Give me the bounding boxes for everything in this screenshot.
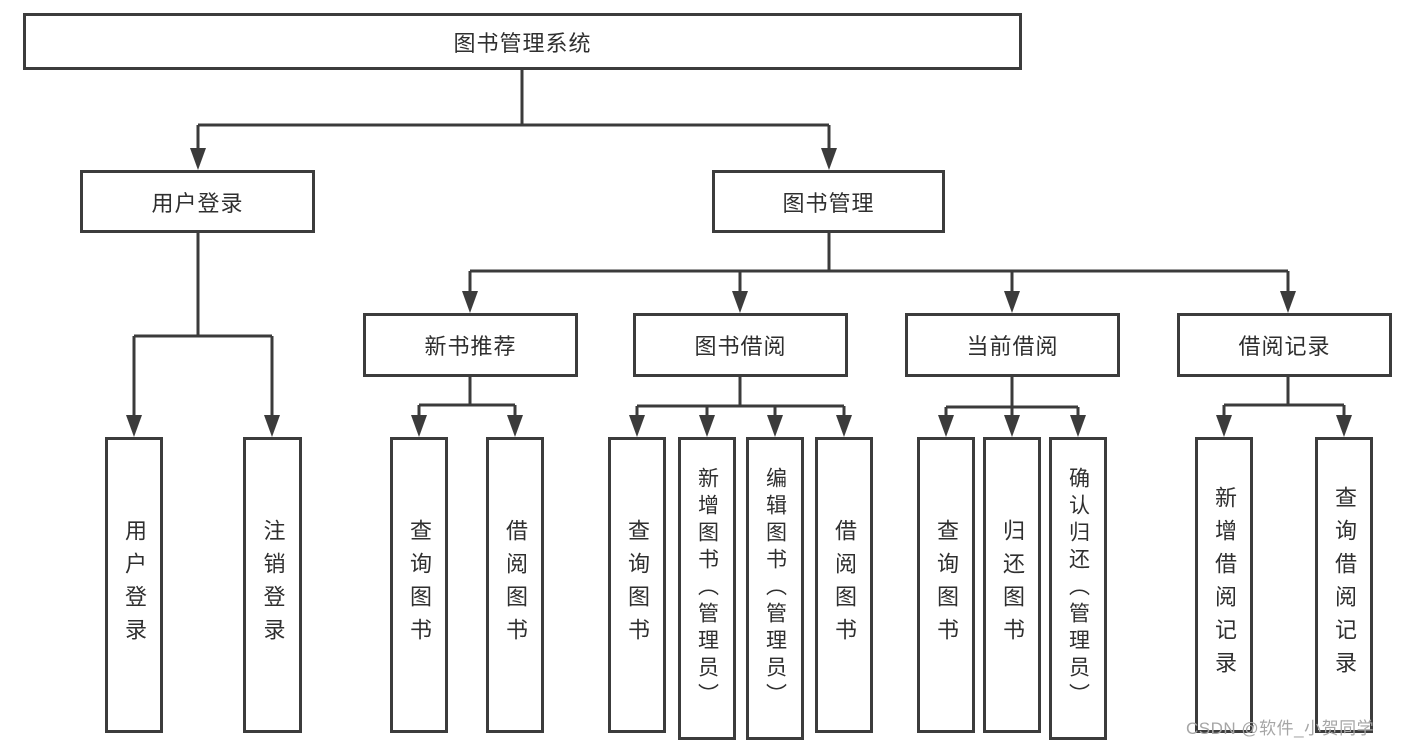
arrowhead [629,415,645,437]
connector-book-borrow-branch [629,377,852,437]
node-root: 图书管理系统 [23,13,1022,70]
leaf-return-book: 归还图书 [983,437,1041,733]
leaf-edit-book-admin-label: 编辑图书（管理员） [763,467,787,710]
leaf-add-borrow-record: 新增借阅记录 [1195,437,1253,733]
node-user-login: 用户登录 [80,170,315,233]
leaf-confirm-return-admin: 确认归还（管理员） [1049,437,1107,740]
leaf-query-books-3: 查询图书 [917,437,975,733]
leaf-borrow-books-2: 借阅图书 [815,437,873,733]
node-book-management-label: 图书管理 [782,190,875,216]
arrowhead [411,415,427,437]
leaf-user-login: 用户登录 [105,437,163,733]
arrowhead [1004,291,1020,313]
leaf-query-books-2-label: 查询图书 [625,519,650,651]
connector-current-borrow-branch [938,377,1086,437]
node-new-book-recommend-label: 新书推荐 [424,334,517,359]
node-book-management: 图书管理 [712,170,945,233]
arrowhead [836,415,852,437]
arrowhead [126,415,142,437]
leaf-borrow-books-1: 借阅图书 [486,437,544,733]
node-book-borrow-label: 图书借阅 [694,334,787,359]
node-book-borrow: 图书借阅 [633,313,848,377]
arrowhead [821,148,837,170]
arrowhead [767,415,783,437]
leaf-borrow-books-2-label: 借阅图书 [832,519,857,651]
leaf-confirm-return-admin-label: 确认归还（管理员） [1066,467,1090,710]
leaf-query-borrow-record: 查询借阅记录 [1315,437,1373,733]
leaf-borrow-books-1-label: 借阅图书 [503,519,528,651]
leaf-user-login-label: 用户登录 [122,519,147,651]
arrowhead [1280,291,1296,313]
leaf-add-book-admin-label: 新增图书（管理员） [695,467,719,710]
arrowhead [1216,415,1232,437]
leaf-add-book-admin: 新增图书（管理员） [678,437,736,740]
leaf-query-borrow-record-label: 查询借阅记录 [1332,486,1357,684]
arrowhead [190,148,206,170]
arrowhead [1070,415,1086,437]
connector-root-branch [190,70,837,170]
leaf-add-borrow-record-label: 新增借阅记录 [1212,486,1237,684]
node-current-borrow-label: 当前借阅 [966,334,1059,359]
leaf-query-books-2: 查询图书 [608,437,666,733]
leaf-query-books-3-label: 查询图书 [934,519,959,651]
connector-book-mgmt-branch [462,233,1296,313]
arrowhead [264,415,280,437]
leaf-query-books-1-label: 查询图书 [407,519,432,651]
arrowhead [938,415,954,437]
node-new-book-recommend: 新书推荐 [363,313,578,377]
leaf-return-book-label: 归还图书 [1000,519,1025,651]
leaf-edit-book-admin: 编辑图书（管理员） [746,437,804,740]
leaf-logout: 注销登录 [243,437,302,733]
csdn-watermark: CSDN @软件_小贺同学 [1186,719,1375,738]
arrowhead [507,415,523,437]
node-borrow-records-label: 借阅记录 [1238,334,1331,359]
arrowhead [699,415,715,437]
connector-borrow-records-branch [1216,377,1352,437]
node-current-borrow: 当前借阅 [905,313,1120,377]
leaf-logout-label: 注销登录 [260,519,286,651]
arrowhead [1004,415,1020,437]
node-borrow-records: 借阅记录 [1177,313,1392,377]
leaf-query-books-1: 查询图书 [390,437,448,733]
arrowhead [462,291,478,313]
connector-new-book-branch [411,377,523,437]
node-root-label: 图书管理系统 [453,30,592,56]
arrowhead [732,291,748,313]
arrowhead [1336,415,1352,437]
node-user-login-label: 用户登录 [151,190,244,216]
connector-user-login-branch [126,233,280,437]
